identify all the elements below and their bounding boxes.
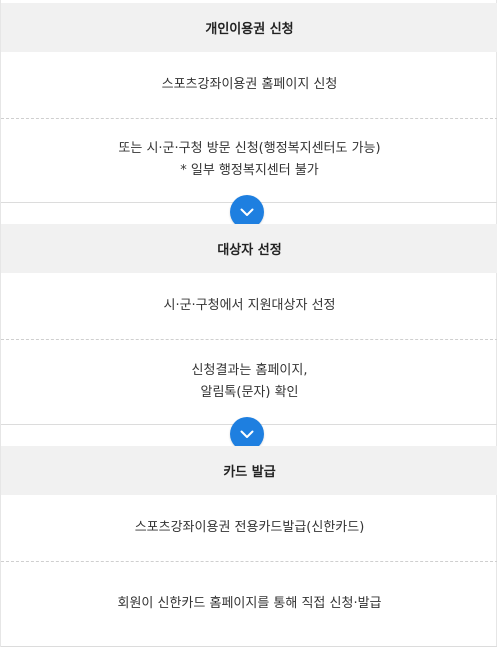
step-row: 신청결과는 홈페이지, 알림톡(문자) 확인 <box>1 340 497 424</box>
expand-toggle-button[interactable] <box>230 195 264 229</box>
row-divider <box>1 118 497 119</box>
step-row: 시·군·구청에서 지원대상자 선정 <box>1 273 497 339</box>
step-row: 회원이 신한카드 홈페이지를 통해 직접 신청·발급 <box>1 562 497 646</box>
row-divider <box>1 561 497 562</box>
section-header-card-issue: 카드 발급 <box>1 446 497 495</box>
step-row: 또는 시·군·구청 방문 신청(행정복지센터도 가능) * 일부 행정복지센터 … <box>1 119 497 201</box>
step-text: 시·군·구청에서 지원대상자 선정 <box>163 298 336 313</box>
step-text: 또는 시·군·구청 방문 신청(행정복지센터도 가능) <box>118 141 381 156</box>
section-title: 대상자 선정 <box>217 243 282 258</box>
step-text: 알림톡(문자) 확인 <box>200 385 299 400</box>
section-title: 개인이용권 신청 <box>205 22 294 37</box>
chevron-down-icon <box>240 208 254 216</box>
step-text: 스포츠강좌이용권 홈페이지 신청 <box>161 77 338 92</box>
step-text: 회원이 신한카드 홈페이지를 통해 직접 신청·발급 <box>117 596 382 611</box>
step-text: 스포츠강좌이용권 전용카드발급(신한카드) <box>134 520 365 535</box>
section-header-application: 개인이용권 신청 <box>1 3 497 52</box>
chevron-down-icon <box>240 430 254 438</box>
section-header-selection: 대상자 선정 <box>1 224 497 273</box>
row-divider <box>1 339 497 340</box>
step-text: 신청결과는 홈페이지, <box>191 363 308 378</box>
expand-toggle-button[interactable] <box>230 417 264 451</box>
section-title: 카드 발급 <box>223 465 276 480</box>
step-note: * 일부 행정복지센터 불가 <box>180 163 319 178</box>
step-row: 스포츠강좌이용권 전용카드발급(신한카드) <box>1 495 497 561</box>
step-row: 스포츠강좌이용권 홈페이지 신청 <box>1 52 497 118</box>
